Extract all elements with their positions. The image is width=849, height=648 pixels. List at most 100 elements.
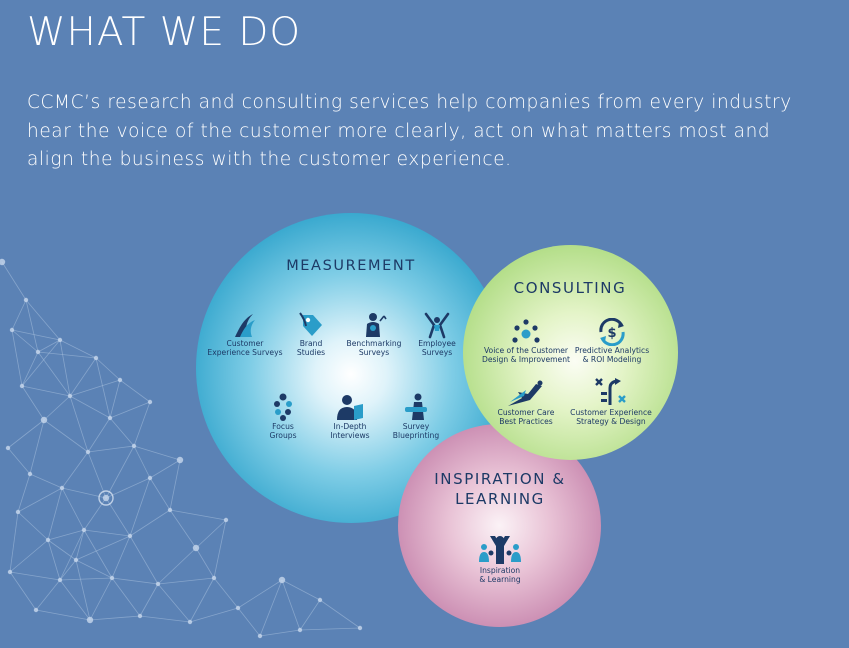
- network-line: [9, 571, 37, 611]
- network-line: [157, 583, 191, 623]
- network-node: [9, 327, 15, 333]
- network-node: [107, 415, 113, 421]
- network-line: [83, 529, 113, 579]
- network-node: [35, 349, 41, 355]
- network-line: [281, 579, 321, 601]
- measurement-item-survey-blueprinting: Survey Blueprinting: [387, 392, 445, 441]
- network-line: [111, 577, 159, 585]
- network-line: [11, 329, 39, 353]
- network-line: [139, 583, 159, 617]
- network-line: [75, 535, 131, 561]
- network-line: [29, 419, 45, 475]
- network-line: [37, 339, 61, 353]
- network-node: [147, 399, 153, 405]
- voice-icon: [512, 319, 540, 343]
- network-line: [149, 459, 181, 479]
- network-line: [95, 357, 111, 419]
- network-line: [21, 385, 71, 397]
- network-node: [85, 449, 91, 455]
- learning-item-inspiration: Inspiration & Learning: [468, 534, 532, 585]
- network-line: [111, 535, 131, 579]
- network-node: [67, 393, 73, 399]
- network-line: [105, 477, 151, 499]
- network-line: [87, 445, 135, 453]
- network-line: [17, 511, 49, 541]
- group-icon: [274, 393, 292, 421]
- page-heading: WHAT WE DO: [27, 10, 302, 55]
- network-line: [299, 627, 361, 631]
- network-line: [129, 477, 151, 537]
- network-node: [93, 355, 99, 361]
- network-line: [189, 607, 239, 623]
- learning-title: INSPIRATION & LEARNING: [410, 469, 590, 509]
- item-label: Benchmarking Surveys: [346, 339, 402, 358]
- network-node: [357, 625, 363, 631]
- network-line: [47, 529, 85, 541]
- network-line: [59, 577, 113, 581]
- network-line: [157, 577, 215, 585]
- network-line: [61, 487, 85, 531]
- network-node: [33, 607, 39, 613]
- network-node: [57, 337, 63, 343]
- network-line: [259, 629, 301, 637]
- network-node: [27, 471, 33, 477]
- network-line: [35, 609, 91, 621]
- network-node: [45, 537, 51, 543]
- network-line: [47, 539, 77, 561]
- network-line: [47, 487, 63, 541]
- item-label: Predictive Analytics & ROI Modeling: [574, 346, 650, 365]
- network-line: [111, 577, 141, 617]
- consulting-item-voice-of-customer: Voice of the Customer Design & Improveme…: [479, 318, 573, 365]
- network-line: [69, 395, 89, 453]
- measurement-title: MEASUREMENT: [286, 258, 416, 274]
- network-line: [7, 447, 31, 475]
- network-node: [155, 581, 161, 587]
- person-badge-icon: [366, 313, 387, 337]
- network-line: [17, 473, 31, 513]
- network-line: [87, 417, 111, 453]
- network-node: [297, 627, 303, 633]
- network-node: [317, 597, 323, 603]
- network-node: [223, 517, 229, 523]
- network-line: [195, 547, 215, 579]
- learning-title-line2: LEARNING: [455, 490, 545, 508]
- network-line: [237, 579, 283, 609]
- network-line: [109, 401, 151, 419]
- network-line: [37, 351, 71, 397]
- network-line: [9, 511, 19, 573]
- network-node: [235, 605, 241, 611]
- network-line: [75, 529, 85, 561]
- consulting-item-customer-care: Customer Care Best Practices: [491, 380, 561, 427]
- network-node: [127, 533, 133, 539]
- network-line: [299, 599, 321, 631]
- network-node: [0, 258, 6, 266]
- network-line: [1, 261, 27, 301]
- network-line: [119, 379, 151, 403]
- network-line: [7, 419, 45, 449]
- network-node: [5, 445, 11, 451]
- network-line: [11, 329, 61, 341]
- network-line: [75, 559, 113, 579]
- item-label: Customer Care Best Practices: [497, 408, 555, 427]
- network-line: [189, 577, 215, 623]
- network-line: [21, 351, 39, 387]
- intro-paragraph: CCMC’s research and consulting services …: [27, 92, 792, 170]
- network-node: [23, 297, 29, 303]
- network-line: [89, 615, 141, 621]
- network-node: [40, 416, 48, 424]
- network-node: [19, 383, 25, 389]
- network-line: [87, 451, 107, 499]
- network-line: [21, 385, 45, 421]
- network-line: [133, 445, 151, 479]
- network-line: [83, 529, 131, 537]
- network-line: [69, 357, 97, 397]
- network-line: [133, 445, 181, 461]
- network-line: [59, 559, 77, 581]
- network-node: [7, 569, 13, 575]
- network-node: [15, 509, 21, 515]
- network-node: [86, 616, 94, 624]
- network-line: [95, 357, 121, 381]
- network-line: [133, 401, 151, 447]
- network-line: [17, 487, 63, 513]
